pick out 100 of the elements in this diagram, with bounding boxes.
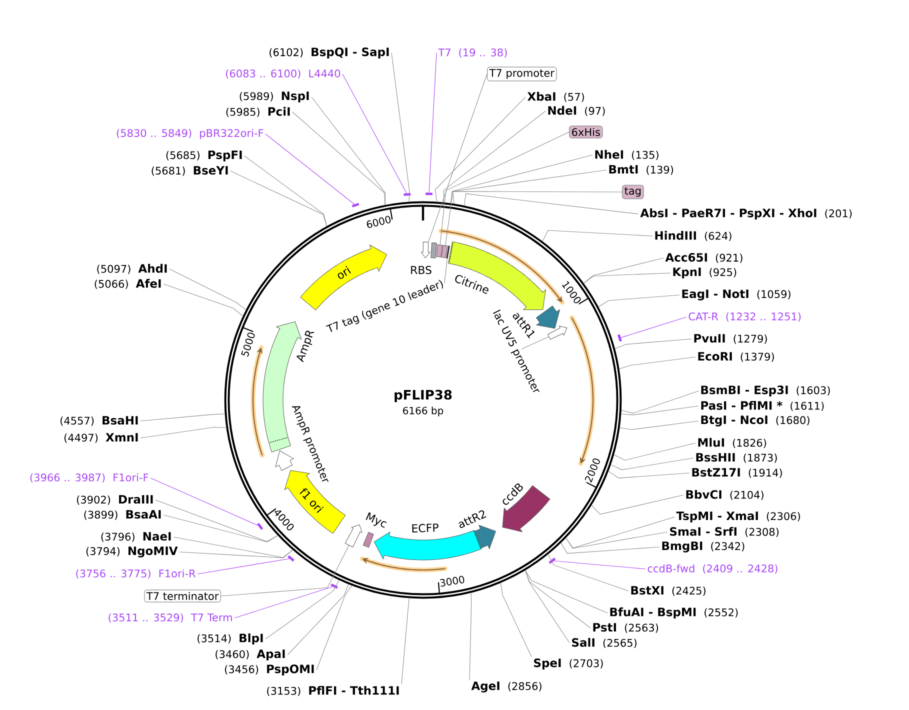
primer-label: T7 (19 .. 38) <box>438 48 507 58</box>
leader-line <box>548 554 629 592</box>
leader-line <box>163 514 278 542</box>
feature-label: RBS <box>411 266 432 274</box>
leader-line <box>173 536 293 558</box>
primer-mark <box>404 192 411 196</box>
leader-line <box>525 570 608 614</box>
tick-label: 6000 <box>366 216 391 228</box>
leader-line <box>311 96 386 206</box>
leader-line <box>591 494 684 515</box>
leader-line <box>554 560 646 570</box>
feature-box <box>441 245 448 258</box>
leader-line <box>566 516 675 548</box>
feature-block <box>548 326 568 340</box>
site-label: BstZ17I (1914) <box>692 468 782 478</box>
primer-mark <box>256 522 264 530</box>
leader-line <box>169 268 246 310</box>
feature-block <box>344 524 362 548</box>
site-label: (5681) BseYI <box>152 166 228 176</box>
leader-line <box>614 338 692 349</box>
leader-line <box>583 258 664 284</box>
feature-label: ECFP <box>412 524 438 532</box>
label-box: T7 promoter <box>487 66 557 82</box>
site-label: PasI - PflMI * (1611) <box>701 400 824 412</box>
leader-line <box>464 193 639 214</box>
site-label: XbaI (57) <box>527 92 584 102</box>
leader-line <box>163 284 244 316</box>
tick-label: 3000 <box>440 576 464 587</box>
plasmid-size: 6166 bp <box>403 406 444 416</box>
leader-line <box>265 134 354 204</box>
leader-line <box>230 170 327 226</box>
leader-line <box>234 586 333 618</box>
primer-mark <box>330 584 338 589</box>
leader-line <box>401 598 410 684</box>
primer-label: ccdB-fwd (2409 .. 2428) <box>648 564 778 574</box>
leader-line <box>618 356 696 370</box>
tick-label: 2000 <box>584 458 600 483</box>
leader-line <box>342 74 407 194</box>
primer-label: CAT-R (1232 .. 1251) <box>688 312 801 322</box>
site-label: NheI (135) <box>595 150 658 160</box>
site-label: PvuII (1279) <box>694 334 767 344</box>
leader-line <box>428 74 488 242</box>
site-label: BstXI (2425) <box>631 586 706 596</box>
primer-mark <box>352 202 360 208</box>
primer-label: (3966 .. 3987) F1ori-F <box>30 473 148 483</box>
primer-label: (6083 .. 6100) L4440 <box>226 69 340 79</box>
site-label: (3899) BsaAI <box>84 510 161 520</box>
leader-line <box>614 442 696 461</box>
site-label: Acc65I (921) <box>665 253 742 263</box>
site-label: BmtI (139) <box>609 165 674 175</box>
site-label: (5989) NspI <box>240 92 309 102</box>
leader-line <box>500 582 532 658</box>
leader-line <box>197 558 290 574</box>
site-label: HindIII (624) <box>655 230 732 242</box>
site-label: (3460) ApaI <box>216 650 285 660</box>
site-label: SpeI (2703) <box>534 658 603 670</box>
leader-line <box>265 580 340 640</box>
leader-line <box>620 316 687 338</box>
leader-line <box>620 406 699 416</box>
label-box: 6xHis <box>569 126 603 138</box>
site-label: BfuAI - BspMI (2552) <box>610 607 738 619</box>
site-label: BssHII (1873) <box>696 453 777 463</box>
leader-line <box>521 336 550 350</box>
plasmid-name: pFLIP38 <box>394 390 452 402</box>
primer-label: (5830 .. 5849) pBR322ori-F <box>116 128 264 140</box>
leader-line <box>542 230 653 242</box>
site-label: BmgBI (2342) <box>662 542 744 552</box>
label-box: tag <box>622 184 644 200</box>
leader-line <box>287 584 349 656</box>
leader-line <box>608 470 690 478</box>
site-label: TspMI - XmaI (2306) <box>676 512 800 522</box>
leader-line <box>444 258 448 284</box>
primer-mark <box>617 334 622 342</box>
site-label: (5097) AhdI <box>97 264 167 274</box>
leader-line <box>452 170 607 204</box>
site-label: EcoRI (1379) <box>698 352 774 362</box>
site-label: (6102) BspQI - SapI <box>270 48 389 58</box>
site-label: BbvCI (2104) <box>686 490 764 500</box>
leader-line <box>525 570 570 644</box>
leader-line <box>610 458 694 470</box>
feature-label: Myc <box>366 512 387 528</box>
primer-mark <box>288 555 294 562</box>
site-label: EagI - NotI (1059) <box>682 290 790 300</box>
site-label: (3794) NgoMIV <box>86 546 178 558</box>
leader-line <box>428 52 437 193</box>
primer-mark <box>548 558 556 564</box>
leader-line <box>220 545 350 596</box>
site-label: (3514) BlpI <box>198 633 263 645</box>
feature-label: AmpR <box>296 330 314 362</box>
feature-bar <box>446 246 450 259</box>
leader-line <box>244 156 327 226</box>
feature-label: attR2 <box>458 510 486 528</box>
site-label: (3456) PspOMI <box>224 664 314 676</box>
label-box: T7 terminator <box>144 590 221 602</box>
leader-line <box>179 550 293 558</box>
leader-line <box>434 96 526 202</box>
leader-line <box>140 414 226 422</box>
leader-line <box>598 294 680 307</box>
leader-line <box>621 390 699 414</box>
site-label: PstI (2563) <box>593 623 658 633</box>
